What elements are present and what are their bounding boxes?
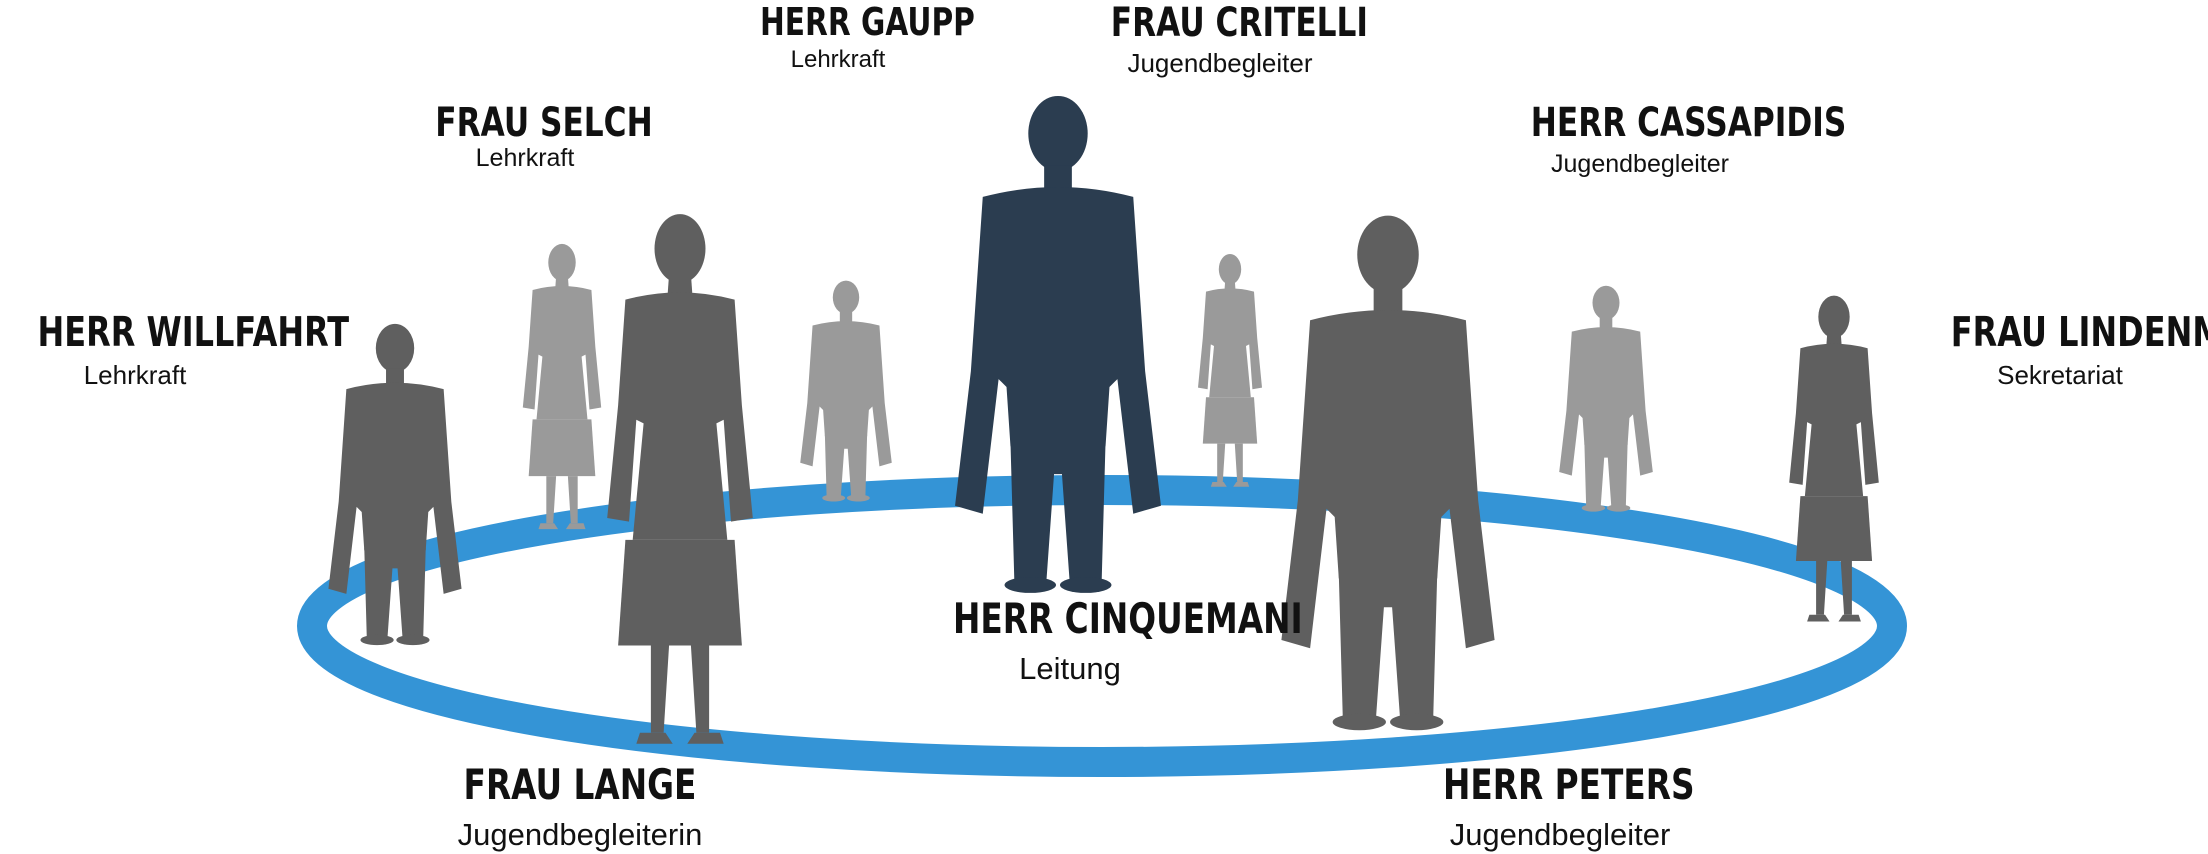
staff-role: Jugendbegleiter — [1551, 150, 1729, 178]
staff-name: FRAU LINDENMEIER — [1950, 308, 2208, 356]
staff-label-lindenmeier: FRAU LINDENMEIER Sekretariat — [1920, 308, 2208, 391]
staff-name: HERR WILLFAHRT — [37, 308, 350, 356]
staff-role: Jugendbegleiter — [1127, 48, 1313, 78]
staff-name: FRAU LANGE — [463, 760, 697, 809]
staff-role: Leitung — [1019, 651, 1121, 686]
staff-label-critelli: FRAU CRITELLI Jugendbegleiter — [1080, 0, 1369, 79]
staff-label-cinquemani: HERR CINQUEMANI Leitung — [920, 594, 1303, 687]
figure-back-woman-1 — [522, 243, 602, 530]
figure-front-man — [1281, 215, 1495, 731]
figure-back-man-2 — [1559, 285, 1653, 512]
figure-back-woman-2 — [1198, 254, 1262, 487]
staff-name: FRAU SELCH — [435, 100, 653, 146]
staff-role: Jugendbegleiterin — [457, 817, 703, 852]
figure-front-woman — [607, 214, 753, 744]
staff-role: Jugendbegleiter — [1449, 817, 1671, 852]
staff-label-gaupp: HERR GAUPP Lehrkraft — [738, 0, 975, 74]
staff-role: Lehrkraft — [83, 360, 187, 390]
staff-role: Sekretariat — [1997, 360, 2123, 390]
staff-name: HERR CASSAPIDIS — [1530, 100, 1847, 146]
staff-name: HERR GAUPP — [760, 0, 975, 44]
staff-label-cassapidis: HERR CASSAPIDIS Jugendbegleiter — [1500, 100, 1847, 179]
staff-label-willfahrt: HERR WILLFAHRT Lehrkraft — [10, 308, 350, 391]
staff-label-peters: HERR PETERS Jugendbegleiter — [1410, 760, 1710, 853]
staff-role: Lehrkraft — [790, 46, 886, 73]
staff-name: FRAU CRITELLI — [1110, 0, 1369, 46]
staff-label-lange: FRAU LANGE Jugendbegleiterin — [430, 760, 730, 853]
staff-name: HERR PETERS — [1443, 760, 1695, 809]
figure-back-man-1 — [800, 280, 892, 502]
figure-center-leader — [955, 95, 1161, 593]
staff-name: HERR CINQUEMANI — [953, 594, 1303, 643]
staff-role: Lehrkraft — [475, 144, 575, 172]
staff-label-selch: FRAU SELCH Lehrkraft — [410, 100, 653, 173]
